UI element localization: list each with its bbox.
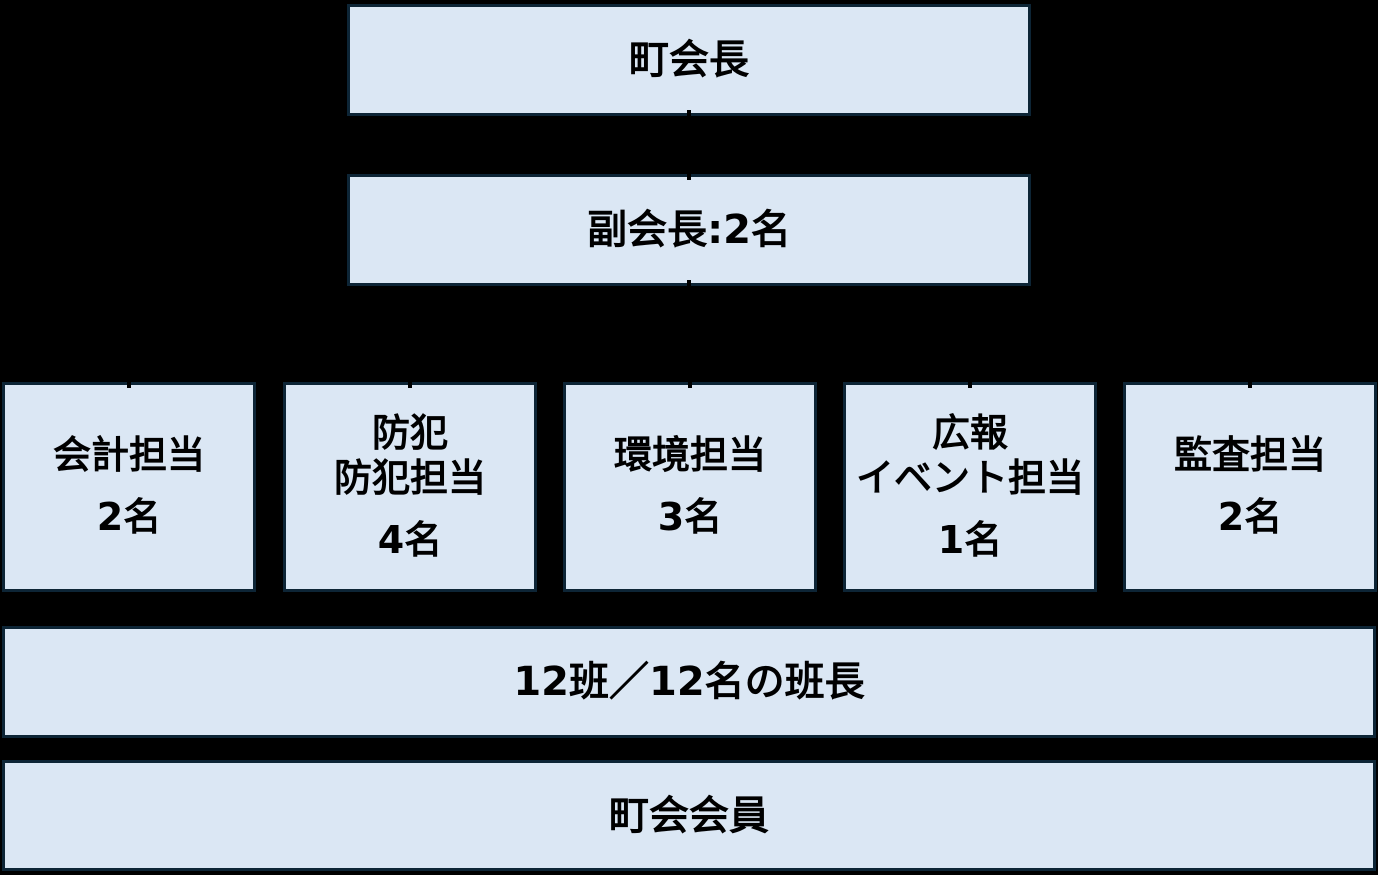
committee-title: 広報 イベント担当 [855,410,1084,501]
committee-title: 会計担当 [52,433,205,478]
connector-drop-pr-events [968,336,972,388]
committee-count: 4名 [377,517,443,562]
vice-chairman-label: 副会長:2名 [587,207,791,253]
committee-count: 1名 [937,517,1003,562]
committee-count: 3名 [657,495,723,539]
connector-drop-audit [1248,336,1252,388]
connector-drop-accounting [127,336,131,388]
connector-vice-down [687,280,691,340]
box-committee-pr-events: 広報 イベント担当 1名 [843,382,1097,592]
connector-chairman-to-vice [687,110,691,180]
connector-drop-environment [688,336,692,388]
committee-title: 環境担当 [613,433,766,478]
group-leaders-label: 12班／12名の班長 [513,659,865,705]
box-members: 町会会員 [2,760,1376,871]
box-committee-audit: 監査担当 2名 [1123,382,1377,592]
members-label: 町会会員 [609,792,769,839]
committee-count: 2名 [96,495,162,539]
committee-title: 監査担当 [1173,433,1326,478]
box-committee-crime-prevention: 防犯 防犯担当 4名 [283,382,537,592]
box-vice-chairman: 副会長:2名 [347,174,1031,286]
connector-drop-crime-prevention [408,336,412,388]
chairman-label: 町会長 [629,37,749,83]
committee-count: 2名 [1217,495,1283,539]
box-committee-environment: 環境担当 3名 [563,382,817,592]
committee-title: 防犯 防犯担当 [333,410,486,501]
box-chairman: 町会長 [347,4,1031,116]
box-committee-accounting: 会計担当 2名 [2,382,256,592]
box-group-leaders: 12班／12名の班長 [2,626,1376,738]
